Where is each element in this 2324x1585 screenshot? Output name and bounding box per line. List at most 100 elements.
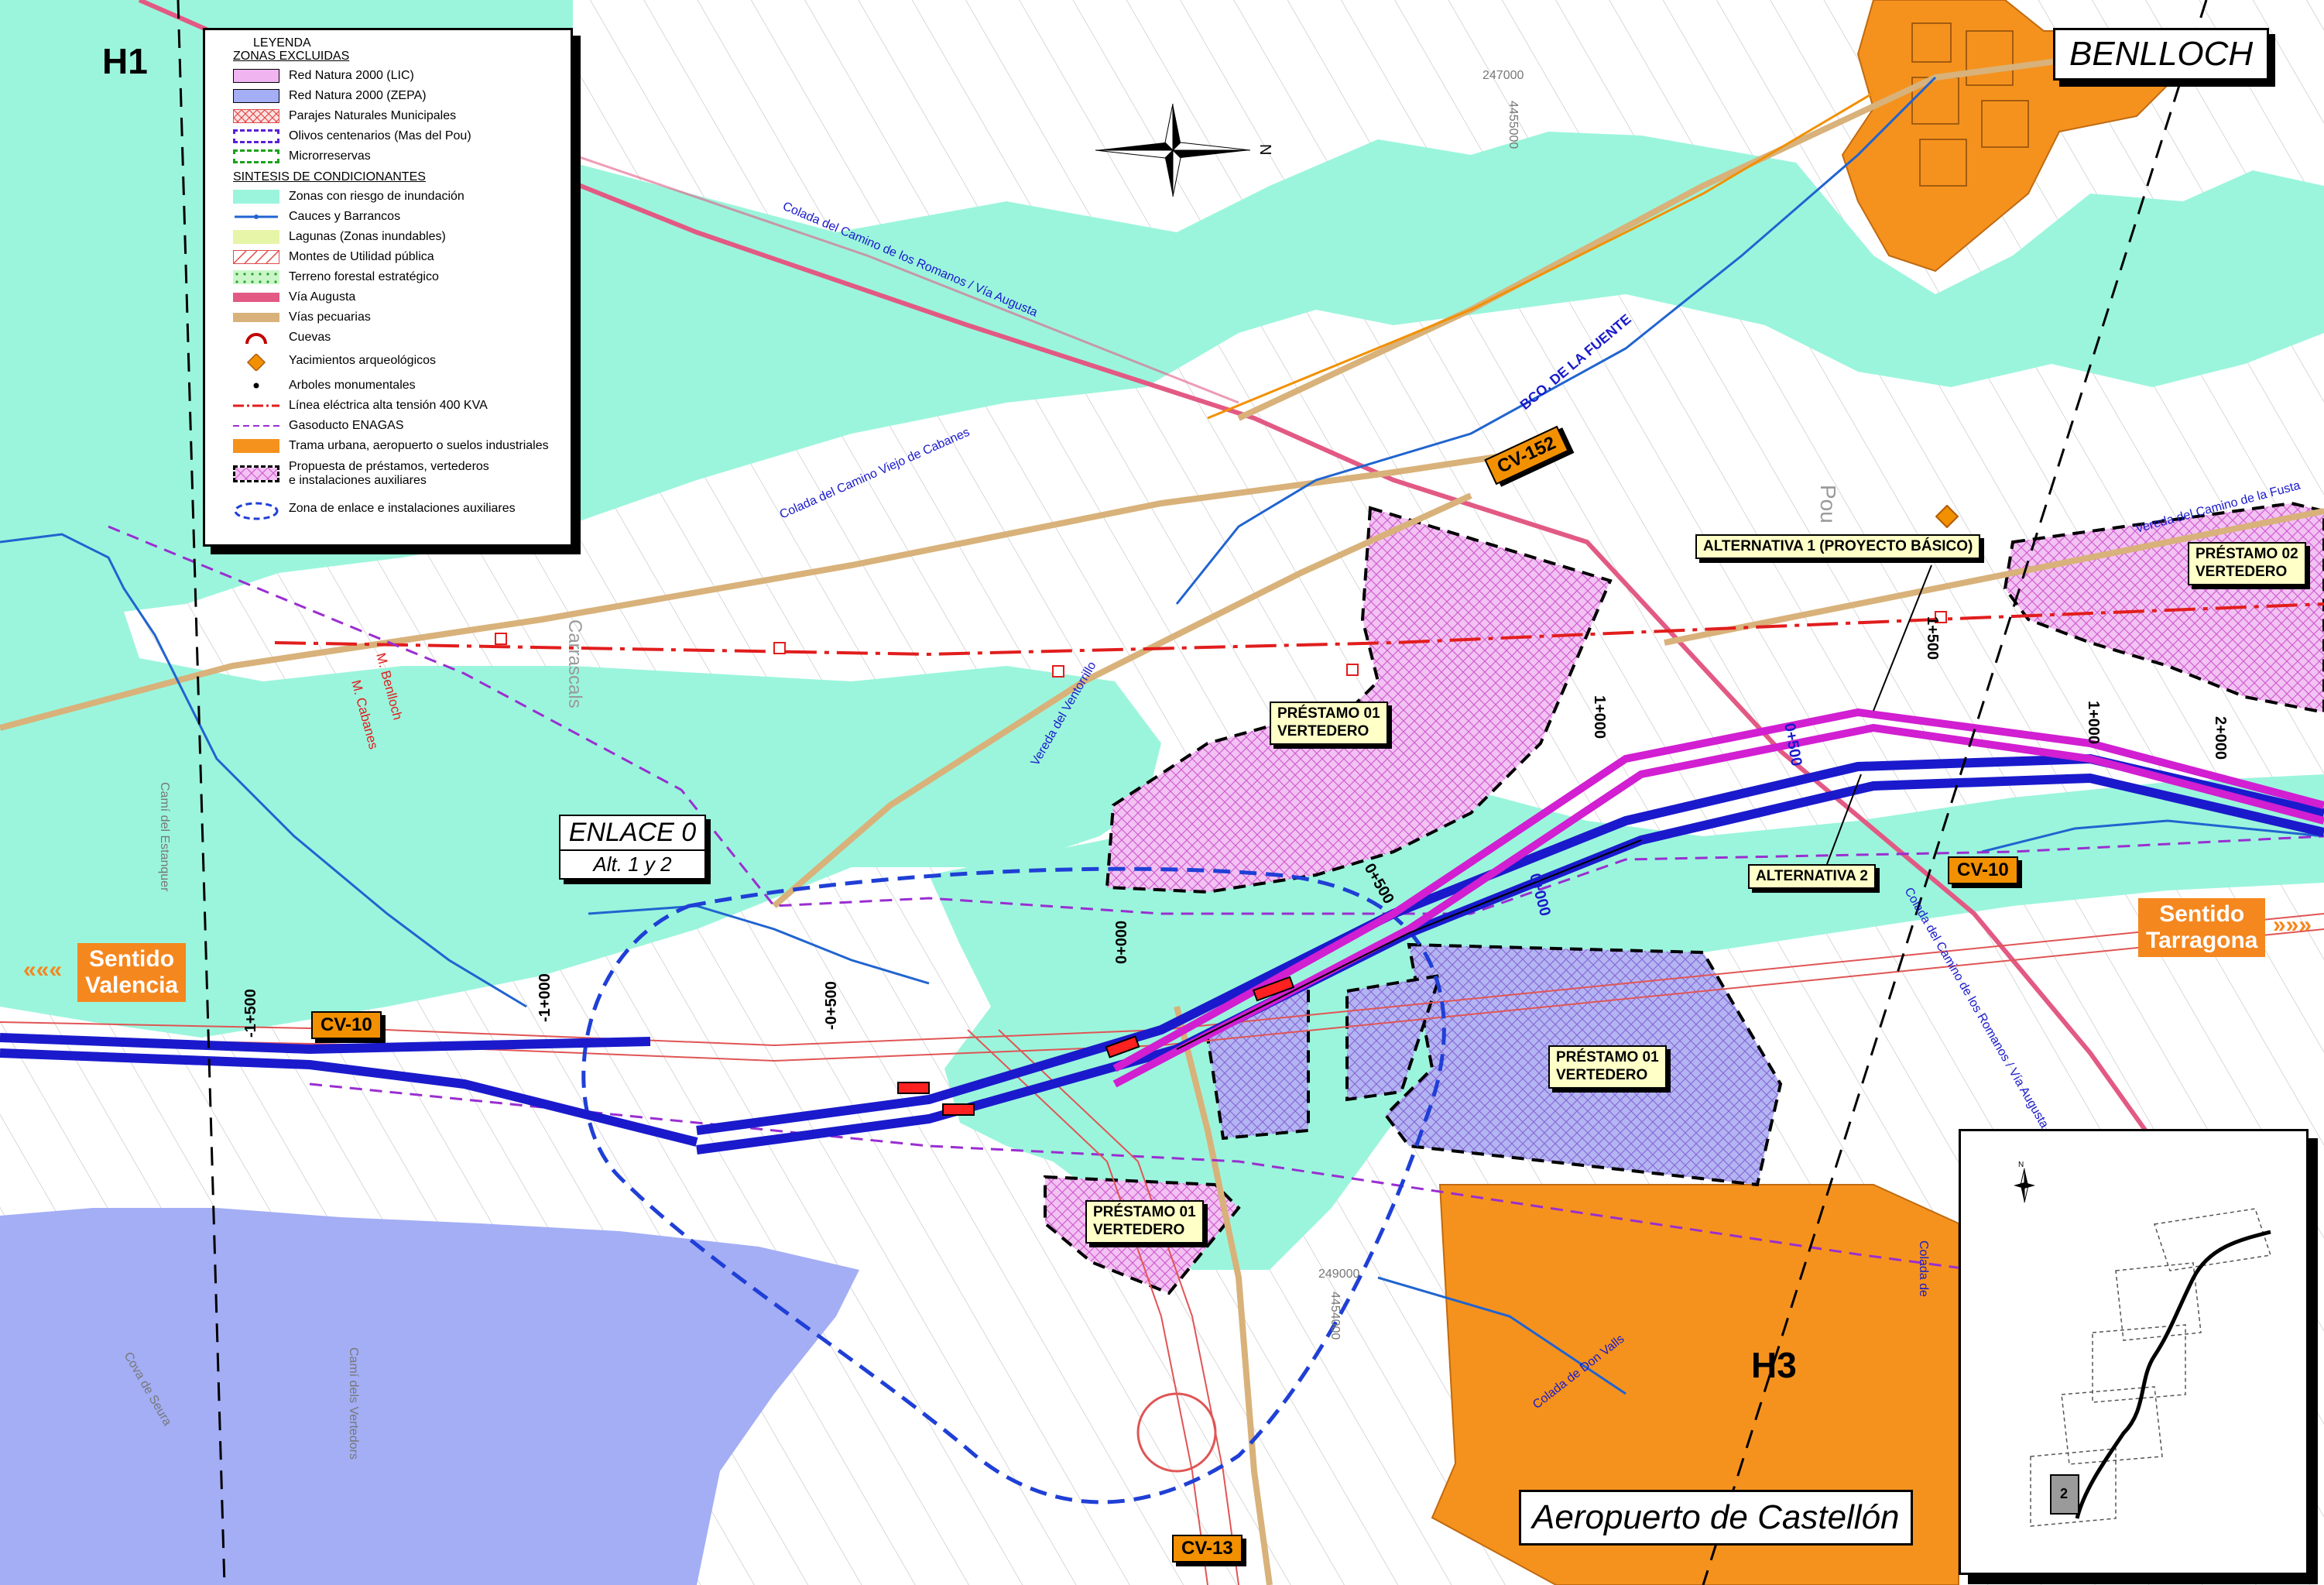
legend-item-label: Microrreservas [289, 149, 371, 163]
cv-13-roundabout [1136, 1392, 1217, 1473]
inset-key-map: 2 N [1959, 1129, 2309, 1575]
chainage-m0500: -0+500 [823, 981, 840, 1030]
legend-item-label: Trama urbana, aeropuerto o suelos indust… [289, 439, 549, 453]
legend-item-microrreservas: Microrreservas [233, 147, 371, 166]
flood-swatch-icon [233, 190, 279, 204]
gasoducto [108, 525, 2324, 1287]
inset-compass-icon [2014, 1168, 2035, 1203]
urban-swatch-icon [233, 439, 279, 453]
chainage-m1000: -1+000 [536, 973, 554, 1022]
lic-swatch-icon [233, 69, 279, 83]
legend-item-label: Línea eléctrica alta tensión 400 KVA [289, 399, 488, 413]
cave-arc-icon [233, 331, 279, 345]
label-pou: Pou [1816, 485, 1840, 523]
prestamo-label-line2: VERTEDERO [1093, 1221, 1185, 1238]
zepa-area [0, 1208, 859, 1585]
legend-item-label-group: Propuesta de préstamos, vertederos e ins… [289, 460, 489, 487]
prestamo-01-mid-a [1205, 980, 1310, 1141]
archaeology-diamond-icon [233, 354, 279, 371]
olivos-dashed-box-icon [233, 129, 279, 143]
legend-item-label: Arboles monumentales [289, 379, 416, 393]
via-augusta-edge [572, 153, 1239, 404]
enlace-ellipse-icon [233, 502, 279, 520]
power-line-400kva [274, 602, 2324, 657]
prestamo-01-south-label: PRÉSTAMO 01 VERTEDERO [1085, 1200, 1204, 1244]
microrreservas-dashed-box-icon [233, 149, 279, 163]
legend-item-label: Propuesta de préstamos, vertederos [289, 460, 489, 474]
direction-tarragona-arrows-icon: »»» [2273, 912, 2312, 938]
label-cami-vertedors: Camí dels Vertedors [347, 1347, 360, 1460]
vias-pecuarias [0, 43, 2324, 1585]
town-label-benlloch: BENLLOCH [2053, 28, 2270, 81]
forest-dots-icon [233, 270, 279, 284]
power-line-icon [233, 399, 279, 413]
legend-item-label: Red Natura 2000 (LIC) [289, 69, 414, 83]
legend-item-forest: Terreno forestal estratégico [233, 268, 439, 286]
cv-152-orange [1207, 91, 1874, 420]
prestamo-label-line2: VERTEDERO [2195, 563, 2288, 580]
prestamo-01-east-label: PRÉSTAMO 01 VERTEDERO [1548, 1045, 1667, 1089]
flood-zones [0, 0, 2324, 1270]
sheet-label-h1: H1 [102, 41, 148, 81]
legend-item-label: Lagunas (Zonas inundables) [289, 230, 446, 244]
chainage-p1000: 1+000 [1591, 695, 1608, 739]
alternativa-1-track [1112, 708, 2324, 1088]
legend-item-label: Montes de Utilidad pública [289, 250, 434, 264]
prestamo-01-north [1105, 506, 1613, 894]
legend-item-label: Red Natura 2000 (ZEPA) [289, 89, 427, 103]
enlace-title: ENLACE 0 [560, 816, 704, 851]
airport-area [1431, 1184, 1959, 1585]
legend-item-enlace: Zona de enlace e instalaciones auxiliare… [233, 499, 516, 520]
legend-item-olivos: Olivos centenarios (Mas del Pou) [233, 127, 471, 146]
montes-hatch-icon [233, 250, 279, 264]
legend-item-label: Cauces y Barrancos [289, 210, 401, 224]
via-augusta-band-icon [233, 293, 279, 302]
legend-item-cuevas: Cuevas [233, 328, 331, 347]
inset-north-label: N [2018, 1161, 2024, 1169]
road-tag-cv13: CV-13 [1172, 1535, 1243, 1563]
legend-item-label: Gasoducto ENAGAS [289, 419, 404, 433]
inset-current-sheet [2050, 1474, 2079, 1515]
label-cami-estanquer: Camí del Estanquer [158, 782, 171, 892]
enlace-subtitle: Alt. 1 y 2 [593, 853, 672, 876]
legend-item-label: Zonas con riesgo de inundación [289, 190, 464, 204]
chainage-z0: 0+000 [1113, 921, 1130, 964]
direction-tarragona-line2: Tarragona [2146, 928, 2258, 953]
enlace-zone [581, 866, 1446, 1504]
prestamo-01-mid-b [1345, 973, 1442, 1102]
legend-item-urban: Trama urbana, aeropuerto o suelos indust… [233, 437, 549, 455]
legend-item-label: Zona de enlace e instalaciones auxiliare… [289, 502, 516, 516]
benlloch-blocks [1911, 22, 2029, 187]
legend-item-via-augusta: Vía Augusta [233, 288, 355, 307]
zepa-swatch-icon [233, 89, 279, 103]
legend-title: LEYENDA [253, 36, 311, 50]
legend-item-label: Vías pecuarias [289, 310, 371, 324]
label-colada-de: Colada de [1917, 1240, 1930, 1297]
alternativa-1-label: ALTERNATIVA 1 (PROYECTO BÁSICO) [1695, 534, 1981, 559]
chainage-p2000: 2+000 [2212, 716, 2229, 760]
legend-item-zepa: Red Natura 2000 (ZEPA) [233, 87, 427, 105]
alternativa-2-core [1176, 839, 1642, 1050]
chainage-p1000b: 1+000 [2085, 701, 2102, 744]
power-line-towers [495, 611, 1947, 678]
inset-map-svg [2014, 1168, 2271, 1527]
direction-valencia-line1: Sentido [89, 946, 175, 972]
prestamo-label-line1: PRÉSTAMO 01 [1093, 1204, 1196, 1220]
alternativa-2-label: ALTERNATIVA 2 [1748, 864, 1876, 889]
legend-item-prestamos: Propuesta de préstamos, vertederos e ins… [233, 458, 489, 489]
lagoon-swatch-icon [233, 230, 279, 244]
airport-label: Aeropuerto de Castellón [1519, 1490, 1913, 1546]
legend-item-label: Yacimientos arqueológicos [289, 354, 437, 368]
sheet-label-h3: H3 [1751, 1345, 1797, 1385]
legend-item-label-2: e instalaciones auxiliares [289, 474, 427, 487]
prestamo-label-line1: PRÉSTAMO 01 [1556, 1049, 1659, 1065]
label-coord-249000: 249000 [1318, 1268, 1359, 1281]
direction-tarragona: Sentido Tarragona [2138, 898, 2266, 957]
legend-section-excluded: ZONAS EXCLUIDAS [233, 50, 350, 63]
direction-tarragona-line1: Sentido [2159, 901, 2245, 927]
inset-sheet-number: 2 [2060, 1486, 2069, 1501]
parajes-hatch-icon [233, 109, 279, 123]
direction-valencia-line2: Valencia [85, 973, 179, 998]
compass-rose [1095, 103, 1251, 197]
legend-item-lagoons: Lagunas (Zonas inundables) [233, 228, 446, 246]
